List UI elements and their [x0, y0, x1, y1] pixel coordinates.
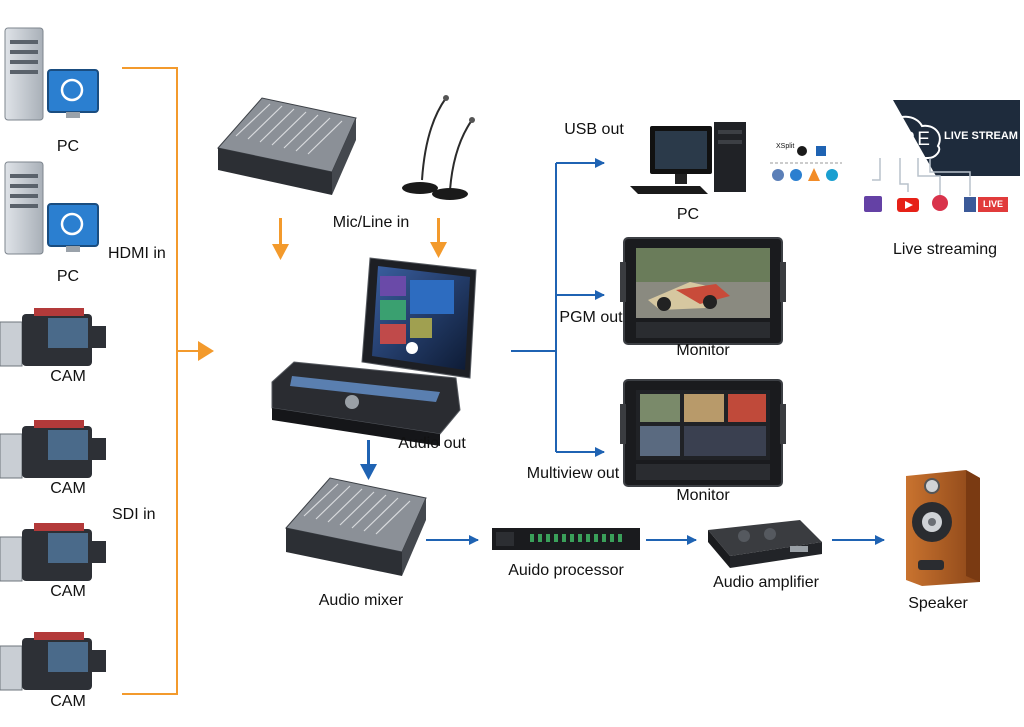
monitor-label-1: Monitor	[676, 342, 730, 359]
pc-output-label: PC	[676, 206, 700, 223]
pc-source-1	[4, 27, 99, 121]
live-streaming-label: Live streaming	[892, 241, 998, 258]
cam-label-1: CAM	[50, 368, 86, 385]
multiview-out-label: Multiview out	[526, 465, 620, 482]
streaming-app-icons	[770, 146, 842, 181]
hdmi-in-label: HDMI in	[108, 245, 166, 262]
microphones	[402, 95, 475, 200]
audio-amplifier-device	[708, 520, 822, 568]
live-badge: LIVE	[983, 199, 1004, 209]
speaker-device	[906, 470, 980, 586]
usb-out-label: USB out	[564, 121, 624, 138]
audio-amplifier-label: Audio amplifier	[713, 574, 819, 591]
mic-line-arrows	[272, 218, 447, 260]
live-stream-panel	[861, 100, 1020, 212]
pgm-out-label: PGM out	[559, 309, 623, 326]
camera-4	[0, 632, 106, 691]
cam-label-3: CAM	[50, 583, 86, 600]
audio-processor-device	[492, 528, 640, 550]
pc-source-2	[4, 161, 99, 255]
audio-processor-label: Auido processor	[508, 562, 624, 579]
monitor-2	[620, 379, 786, 487]
audio-out-arrow	[360, 440, 377, 480]
mic-line-in-label: Mic/Line in	[332, 214, 410, 231]
core-logo-text: CORE	[869, 129, 932, 150]
xsplit-label: XSplit	[776, 143, 795, 150]
audio-mixer-device	[285, 477, 427, 576]
video-switcher	[271, 257, 477, 446]
audio-mixer-label: Audio mixer	[318, 592, 404, 609]
monitor-1	[620, 237, 786, 345]
camera-1	[0, 308, 106, 367]
camera-2	[0, 420, 106, 479]
output-tree	[511, 158, 605, 457]
cam-label-2: CAM	[50, 480, 86, 497]
pc-label-2: PC	[56, 268, 80, 285]
live-stream-title: LIVE STREAM	[944, 130, 1018, 142]
input-bracket	[122, 67, 214, 695]
audio-out-label: Audio out	[398, 435, 466, 452]
output-pc	[630, 122, 746, 194]
cam-label-4: CAM	[50, 693, 86, 710]
camera-3	[0, 523, 106, 582]
pc-label-1: PC	[56, 138, 80, 155]
input-audio-mixer	[217, 97, 357, 195]
monitor-label-2: Monitor	[676, 487, 730, 504]
sdi-in-label: SDI in	[112, 506, 156, 523]
speaker-label: Speaker	[908, 595, 968, 612]
